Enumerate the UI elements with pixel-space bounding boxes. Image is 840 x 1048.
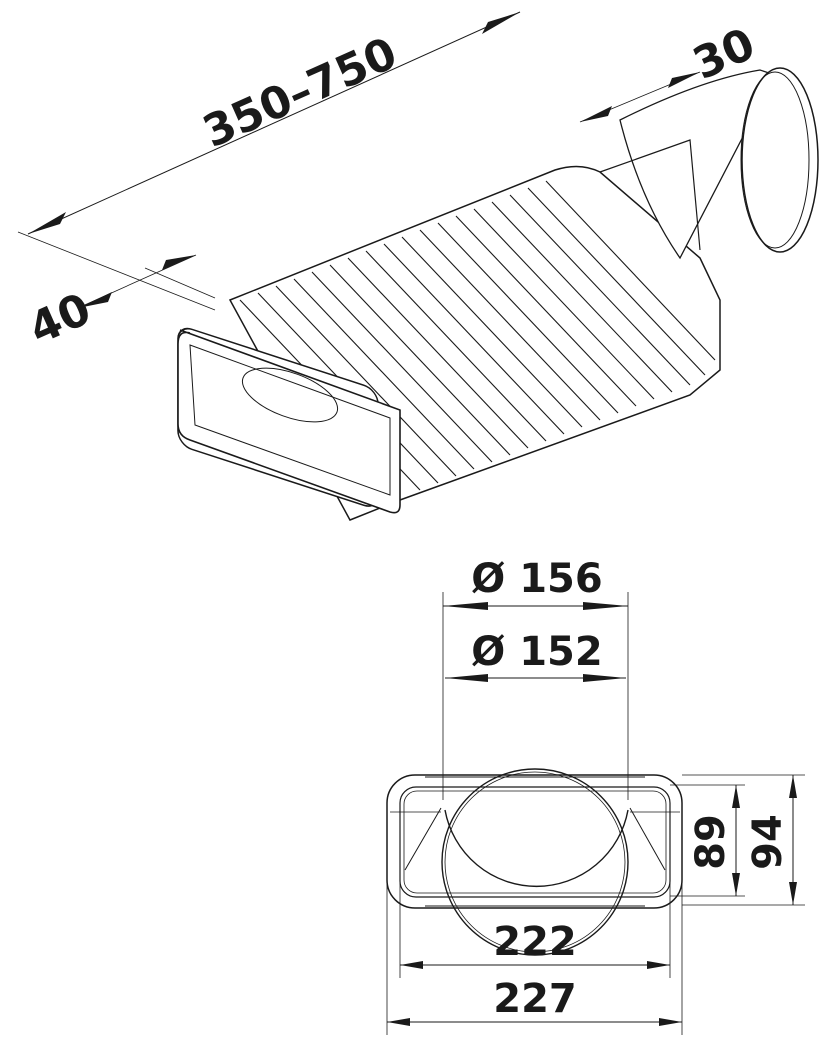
inner-diameter-label: Ø 152 [471, 629, 602, 675]
isometric-view [17, 11, 819, 521]
length-dimension-label: 350–750 [196, 28, 405, 158]
outer-height-label: 94 [745, 814, 791, 870]
inlet-depth-label: 40 [22, 284, 99, 355]
outer-diameter-label: Ø 156 [471, 556, 602, 602]
end-view [386, 592, 805, 1035]
inner-width-label: 222 [493, 919, 577, 965]
length-dimension-line [27, 11, 521, 235]
outer-width-label: 227 [493, 976, 577, 1022]
inner-height-label: 89 [688, 814, 734, 870]
